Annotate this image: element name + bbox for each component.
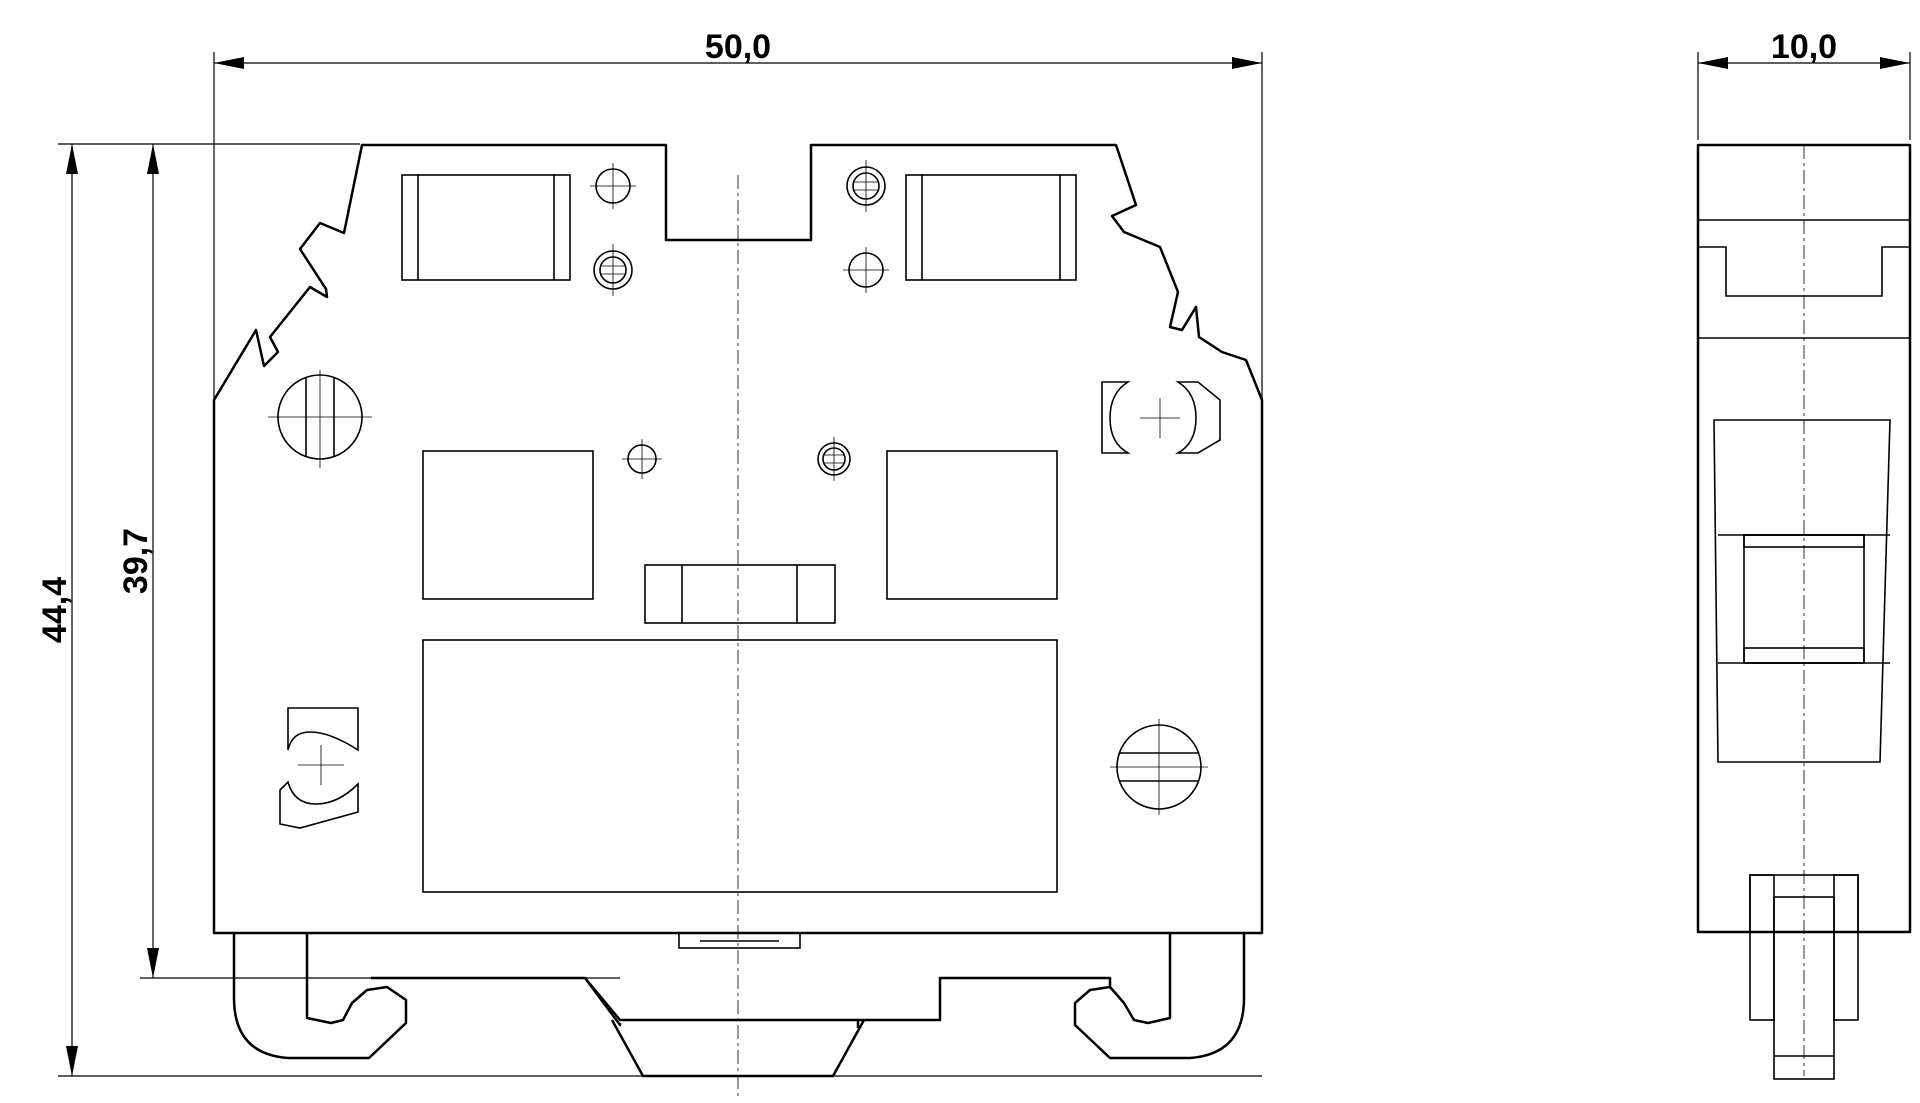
bridge-slot-icon <box>1101 381 1221 454</box>
width-label: 50,0 <box>705 28 771 66</box>
screw-icon <box>268 370 372 468</box>
test-hole-icon <box>593 244 633 296</box>
side-clamp <box>1713 419 1891 763</box>
din-rail-center <box>610 1019 866 1078</box>
bridge-slot-icon <box>279 707 359 829</box>
test-hole-icon <box>622 439 662 479</box>
side-view <box>1696 143 1912 1080</box>
dimension-height-rail: 39,7 <box>117 144 620 979</box>
side-foot <box>1749 874 1859 1080</box>
test-hole-icon <box>590 163 636 209</box>
dimension-height-total: 44,4 <box>36 143 1262 1077</box>
din-rail-foot <box>232 933 408 1060</box>
center-slot <box>644 564 836 624</box>
front-view <box>212 143 1264 1098</box>
height-rail-label: 39,7 <box>117 528 155 594</box>
test-hole-icon <box>846 160 886 212</box>
conductor-entry-right <box>886 450 1058 600</box>
upper-right-window <box>905 174 1077 281</box>
test-hole-icon <box>817 437 851 481</box>
dimension-depth: 10,0 <box>1697 28 1911 140</box>
marker-area <box>422 639 1058 893</box>
test-hole-icon <box>843 247 889 293</box>
conductor-entry-left <box>422 450 594 600</box>
height-total-label: 44,4 <box>36 577 74 643</box>
upper-left-window <box>401 174 571 281</box>
depth-label: 10,0 <box>1771 28 1837 66</box>
din-clip-latch <box>678 932 801 949</box>
dimension-width: 50,0 <box>213 28 1263 400</box>
screw-icon <box>1110 719 1208 815</box>
housing-outline <box>212 143 1264 935</box>
